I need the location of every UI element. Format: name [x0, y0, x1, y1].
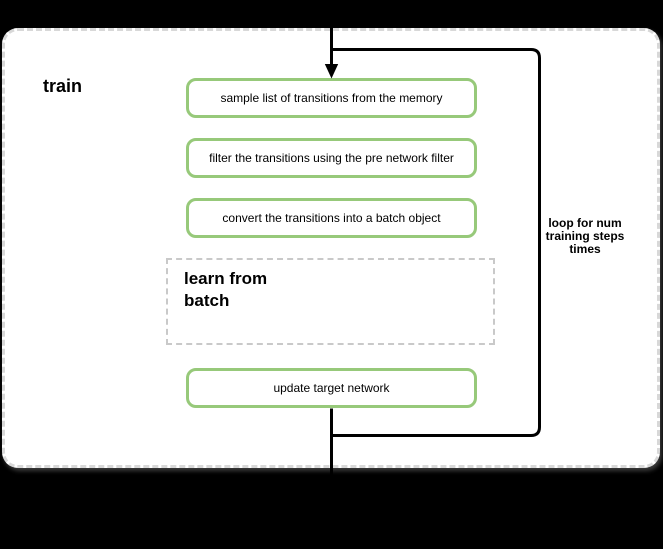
step-sample-transitions-label: sample list of transitions from the memo… — [220, 91, 443, 105]
subprocess-learn-from-batch-label: learn from batch — [184, 269, 268, 310]
step-sample-transitions: sample list of transitions from the memo… — [186, 78, 477, 118]
train-title: train — [43, 76, 83, 96]
step-convert-to-batch-label: convert the transitions into a batch obj… — [222, 211, 441, 225]
loop-annotation: loop for num training steps times — [545, 216, 625, 256]
subprocess-learn-from-batch: learn from batch — [166, 258, 495, 345]
step-filter-transitions: filter the transitions using the pre net… — [186, 138, 477, 178]
step-convert-to-batch: convert the transitions into a batch obj… — [186, 198, 477, 238]
step-update-target-network-label: update target network — [273, 381, 390, 395]
step-filter-transitions-label: filter the transitions using the pre net… — [209, 151, 454, 165]
step-update-target-network: update target network — [186, 368, 477, 408]
